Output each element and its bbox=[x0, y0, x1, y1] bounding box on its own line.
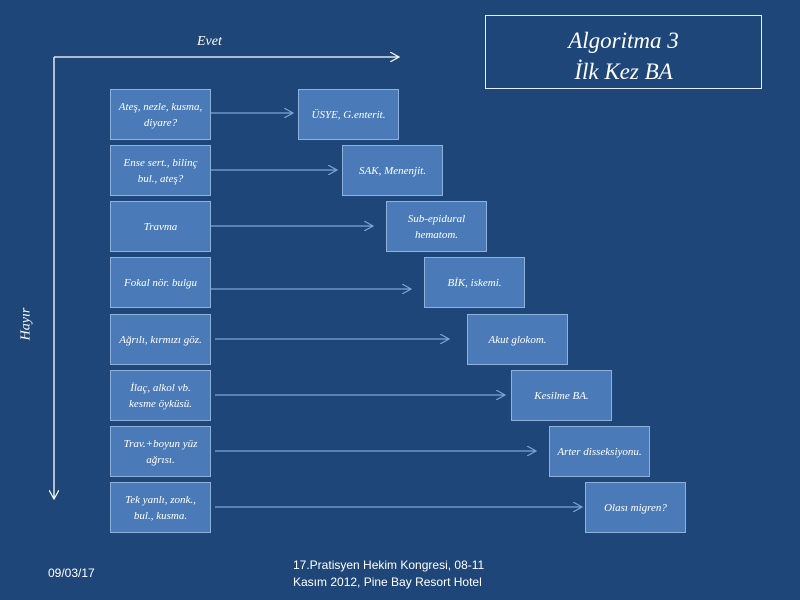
footer-conference-line-2: Kasım 2012, Pine Bay Resort Hotel bbox=[293, 575, 482, 589]
condition-box-2: Ense sert., bilinç bul., ateş? bbox=[110, 145, 211, 196]
condition-box-3: Travma bbox=[110, 201, 211, 252]
result-box-5: Akut glokom. bbox=[467, 314, 568, 365]
condition-box-8: Tek yanlı, zonk., bul., kusma. bbox=[110, 482, 211, 533]
title-line-1: Algoritma 3 bbox=[568, 28, 679, 53]
evet-label: Evet bbox=[197, 34, 222, 49]
result-box-4: BİK, iskemi. bbox=[424, 257, 525, 308]
condition-box-7: Trav.+boyun yüz ağrısı. bbox=[110, 426, 211, 477]
footer-conference-line-1: 17.Pratisyen Hekim Kongresi, 08-11 bbox=[293, 558, 485, 572]
condition-box-5: Ağrılı, kırmızı göz. bbox=[110, 314, 211, 365]
result-box-2: SAK, Menenjit. bbox=[342, 145, 443, 196]
result-box-7: Arter disseksiyonu. bbox=[549, 426, 650, 477]
title-box: Algoritma 3 İlk Kez BA bbox=[485, 15, 762, 89]
condition-box-1: Ateş, nezle, kusma, diyare? bbox=[110, 89, 211, 140]
title-line-2: İlk Kez BA bbox=[574, 59, 673, 84]
hayir-label: Hayır bbox=[18, 307, 34, 341]
result-box-6: Kesilme BA. bbox=[511, 370, 612, 421]
result-box-1: ÜSYE, G.enterit. bbox=[298, 89, 399, 140]
footer-date: 09/03/17 bbox=[48, 566, 95, 580]
condition-box-4: Fokal nör. bulgu bbox=[110, 257, 211, 308]
result-box-8: Olası migren? bbox=[585, 482, 686, 533]
result-box-3: Sub-epidural hematom. bbox=[386, 201, 487, 252]
footer-conference: 17.Pratisyen Hekim Kongresi, 08-11 Kasım… bbox=[293, 557, 484, 591]
condition-box-6: İlaç, alkol vb. kesme öyküsü. bbox=[110, 370, 211, 421]
